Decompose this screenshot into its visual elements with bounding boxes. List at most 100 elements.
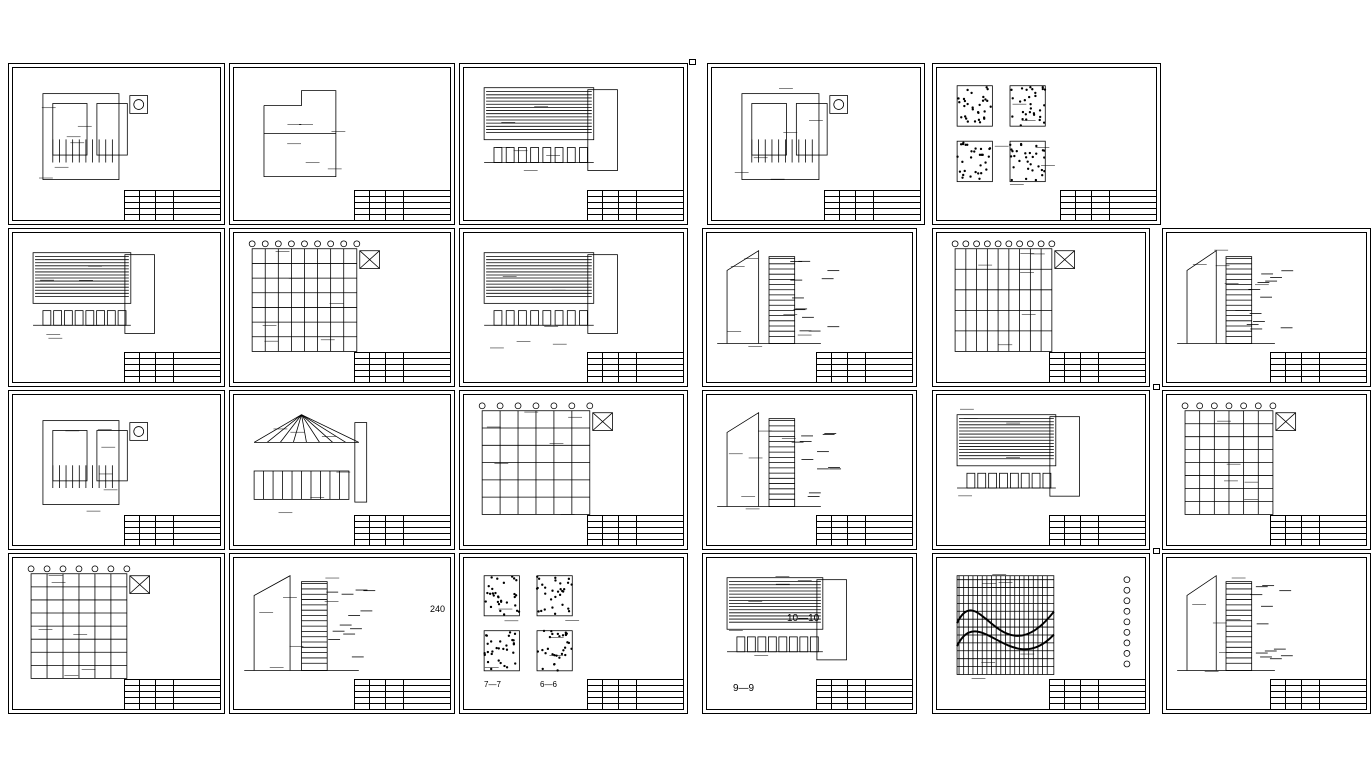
drawing-sheet-s07 [229, 228, 455, 387]
title-block [1270, 515, 1367, 546]
sheet-border [936, 557, 1146, 710]
title-block [1049, 679, 1146, 710]
drawing-sheet-s01 [8, 63, 225, 225]
sheet-border [463, 67, 684, 221]
drawing-sheet-s23 [1162, 553, 1371, 714]
title-block [354, 352, 451, 383]
title-block [816, 515, 913, 546]
drawing-sheet-s10 [932, 228, 1150, 387]
title-block [354, 679, 451, 710]
sheet-drawing-grid [1181, 402, 1297, 515]
drawing-sheet-s19: 240 [229, 553, 455, 714]
sheet-border [12, 394, 221, 546]
title-block [124, 515, 221, 546]
section-label: 6—6 [540, 680, 557, 689]
sheet-border [936, 394, 1146, 546]
sheet-drawing-details [956, 85, 1055, 185]
title-block [1060, 190, 1157, 221]
sheet-border [12, 232, 221, 383]
drawing-sheet-s20: 7—7 6—6 [459, 553, 688, 714]
title-block [1270, 679, 1367, 710]
drawing-sheet-s17 [1162, 390, 1371, 550]
title-block [816, 352, 913, 383]
sheet-border [706, 394, 913, 546]
drawing-sheet-s09 [702, 228, 917, 387]
sheet-border [233, 557, 451, 710]
title-block [587, 679, 684, 710]
sheet-drawing-elevation [483, 252, 618, 349]
title-block [816, 679, 913, 710]
title-block [587, 190, 684, 221]
sheet-drawing-section [717, 250, 840, 347]
sheet-border [706, 557, 913, 710]
drawing-sheet-s03 [459, 63, 688, 225]
sheet-drawing-truss [253, 414, 368, 514]
drawing-sheet-s14 [459, 390, 688, 550]
section-label: 240 [430, 604, 446, 614]
sheet-border [1166, 557, 1367, 710]
sheet-drawing-elevation [483, 87, 618, 171]
sheet-drawing-plan [42, 420, 149, 512]
title-block [124, 679, 221, 710]
sheet-marker [689, 59, 696, 65]
sheet-border [463, 232, 684, 383]
title-block [587, 352, 684, 383]
sheet-drawing-elevation [956, 408, 1080, 497]
sheet-drawing-plan [734, 88, 848, 180]
sheet-drawing-grid [248, 240, 380, 352]
drawing-sheet-s21: 10—10 9—9 [702, 553, 917, 714]
drawing-sheet-s04 [707, 63, 925, 225]
drawing-sheet-s22 [932, 553, 1150, 714]
sheet-border [12, 557, 221, 710]
sheet-drawing-grid [27, 565, 150, 679]
drawing-sheet-s08 [459, 228, 688, 387]
sheet-drawing-section [1177, 574, 1293, 672]
title-block [824, 190, 921, 221]
sheet-drawing-elevation [726, 576, 847, 661]
sheet-border [463, 394, 684, 546]
sheet-border [233, 67, 451, 221]
sheet-drawing-outline [263, 90, 346, 177]
section-label: 10—10 [787, 613, 820, 624]
drawing-sheet-s13 [229, 390, 455, 550]
sheet-border [711, 67, 921, 221]
title-block [124, 190, 221, 221]
sheet-drawing-elevation [32, 252, 155, 339]
title-block [1049, 352, 1146, 383]
section-label: 9—9 [733, 683, 755, 694]
title-block [1049, 515, 1146, 546]
drawing-sheet-s06 [8, 228, 225, 387]
sheet-border [12, 67, 221, 221]
sheet-drawing-details [483, 575, 580, 672]
title-block [587, 515, 684, 546]
sheet-drawing-grid [951, 240, 1075, 352]
sheet-drawing-section [244, 575, 376, 671]
sheet-drawing-grid [478, 402, 613, 515]
sheet-drawing-section [717, 412, 842, 510]
sheet-border [1166, 232, 1367, 383]
drawing-sheet-s05 [932, 63, 1161, 225]
drawing-sheet-s12 [8, 390, 225, 550]
sheet-border [936, 232, 1146, 383]
drawing-sheet-s16 [932, 390, 1150, 550]
sheet-drawing-plan [39, 93, 149, 180]
sheet-border [706, 232, 913, 383]
sheet-border [233, 394, 451, 546]
drawing-sheet-s02 [229, 63, 455, 225]
drawing-sheet-s15 [702, 390, 917, 550]
section-label: 7—7 [484, 680, 501, 689]
title-block [354, 190, 451, 221]
sheet-drawing-section [1177, 249, 1294, 344]
title-block [1270, 352, 1367, 383]
drawing-sheet-s11 [1162, 228, 1371, 387]
sheet-marker [1153, 384, 1160, 390]
title-block [354, 515, 451, 546]
drawing-sheet-s18 [8, 553, 225, 714]
sheet-border [936, 67, 1157, 221]
sheet-border [233, 232, 451, 383]
sheet-border [463, 557, 684, 710]
sheet-marker [1153, 548, 1160, 554]
sheet-drawing-wave [956, 574, 1131, 679]
sheet-border [1166, 394, 1367, 546]
